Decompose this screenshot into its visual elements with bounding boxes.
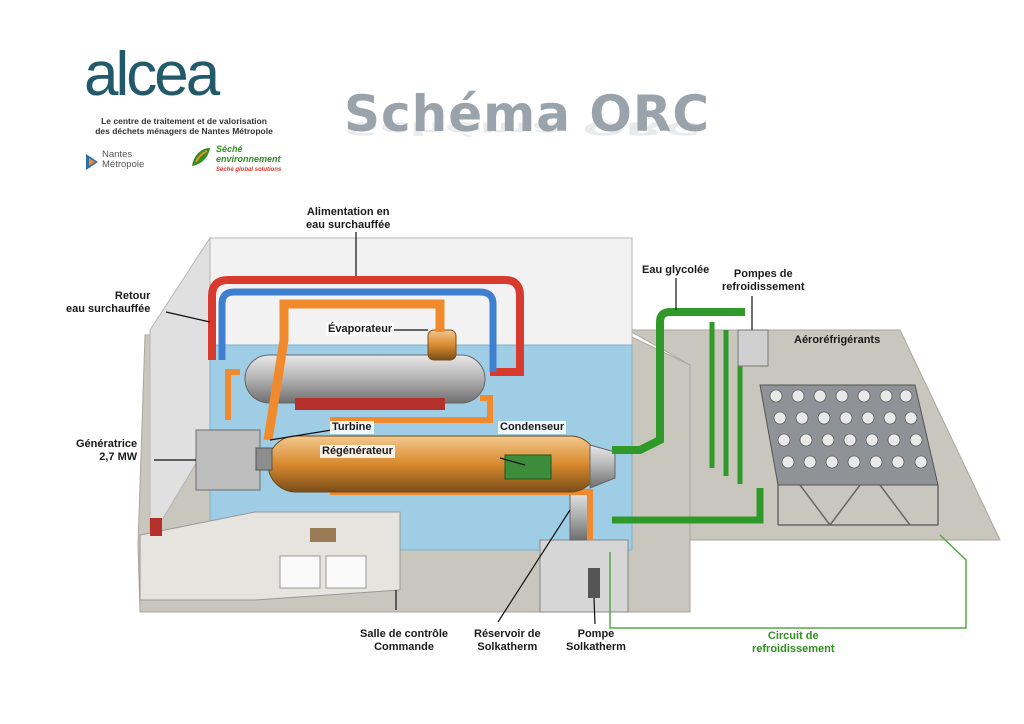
nantes-metropole-icon	[86, 154, 98, 170]
glycol-pipe-main	[612, 308, 745, 454]
label-pompes-line2: refroidissement	[722, 281, 805, 293]
seche-leaf-icon	[192, 148, 210, 166]
label-generatrice-line2: 2,7 MW	[99, 451, 138, 463]
orc-vapor-pipe	[263, 299, 445, 441]
label-alimentation: Alimentation en eau surchauffée	[306, 206, 390, 232]
hot-water-return-pipe	[218, 288, 497, 372]
label-evaporateur: Évaporateur	[326, 323, 395, 336]
condenser-tube-bundle	[504, 454, 552, 480]
label-pompe: Pompe Solkatherm	[566, 628, 626, 654]
air-cooler-frame	[777, 484, 939, 526]
label-reservoir-line2: Solkatherm	[477, 641, 538, 653]
label-retour: Retour eau surchauffée	[66, 290, 150, 316]
label-condenseur: Condenseur	[498, 421, 567, 434]
label-circuit: Circuit de refroidissement	[752, 630, 835, 656]
alcea-tagline: Le centre de traitement et de valorisati…	[84, 116, 284, 136]
condenser-outlet-cone	[589, 444, 616, 489]
label-generatrice: Génératrice 2,7 MW	[76, 438, 137, 464]
pump-pit	[539, 539, 629, 613]
glycol-return-pipe	[612, 488, 764, 524]
cooling-pumps	[737, 329, 769, 367]
control-room-cabinet-2	[325, 555, 367, 589]
seche-line2: environnement	[216, 154, 281, 164]
label-eau-glycolee: Eau glycolée	[642, 264, 710, 276]
label-circuit-line1: Circuit de	[767, 630, 819, 642]
page-title: Schéma ORC	[344, 85, 711, 143]
label-alimentation-line1: Alimentation en	[306, 206, 390, 218]
seche-line1: Séché	[216, 144, 243, 154]
label-circuit-line2: refroidissement	[752, 643, 835, 655]
seche-line3: Séché global solutions	[216, 167, 282, 173]
label-alimentation-line2: eau surchauffée	[306, 219, 391, 231]
control-room-door	[150, 518, 162, 536]
label-aerorefrigerants: Aéroréfrigérants	[794, 334, 881, 346]
nantes-metropole-line2: Métropole	[102, 159, 145, 170]
air-cooler-fans	[769, 389, 928, 469]
label-pompe-line1: Pompe	[577, 628, 615, 640]
label-reservoir-line1: Réservoir de	[474, 628, 541, 640]
label-generatrice-line1: Génératrice	[76, 438, 138, 450]
evaporator-base	[295, 398, 445, 410]
control-room-desk	[310, 528, 336, 542]
generator-coupling	[255, 447, 273, 471]
label-reservoir: Réservoir de Solkatherm	[474, 628, 541, 654]
generator-unit	[195, 429, 261, 491]
label-regenerateur: Régénérateur	[320, 445, 395, 458]
solkatherm-tank	[569, 489, 589, 541]
label-salle-line1: Salle de contrôle	[360, 628, 449, 640]
evaporator-dome	[427, 329, 457, 361]
solkatherm-pump	[588, 568, 600, 598]
hot-water-supply-pipe	[208, 276, 524, 376]
alcea-tagline-line2: des déchets ménagers de Nantes Métropole	[95, 126, 273, 136]
alcea-wordmark: alcea	[84, 40, 220, 109]
circuit-outline	[609, 534, 967, 629]
label-turbine: Turbine	[330, 421, 374, 434]
label-pompe-line2: Solkatherm	[566, 641, 626, 653]
orc-liquid-pipe	[225, 369, 493, 423]
label-retour-line2: eau surchauffée	[66, 303, 151, 315]
alcea-tagline-line1: Le centre de traitement et de valorisati…	[101, 116, 267, 126]
nantes-metropole-line1: Nantes	[102, 149, 133, 160]
label-pompes: Pompes de refroidissement	[722, 268, 805, 294]
label-salle: Salle de contrôle Commande	[360, 628, 448, 654]
alcea-logo: alcea Le centre de traitement et de valo…	[84, 44, 284, 184]
label-salle-line2: Commande	[374, 641, 434, 653]
label-pompes-line1: Pompes de	[733, 268, 793, 280]
control-room-cabinet	[279, 555, 321, 589]
label-retour-line1: Retour	[114, 290, 151, 302]
